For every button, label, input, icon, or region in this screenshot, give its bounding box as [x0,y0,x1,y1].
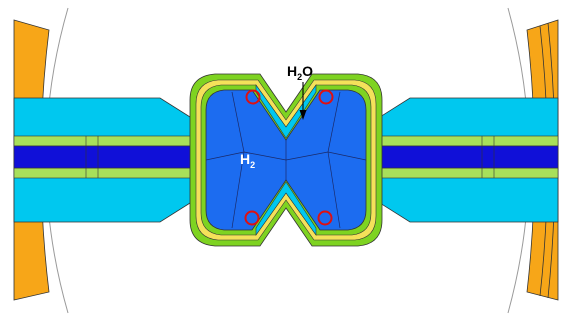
right-channel-stripe-top [371,135,559,147]
central-body [189,73,383,247]
left-channel-stripe-bottom [13,167,201,179]
marker-bottom-right [317,210,333,226]
marker-bottom-left [244,210,260,226]
bottom-notch-fill [255,181,317,236]
core-mesh-lines [205,91,367,229]
marker-top-left [245,89,261,105]
marker-top-right [318,89,334,105]
left-channel-stripe-top [13,135,201,147]
right-channel-stripe-bottom [371,167,559,179]
h2-label: H2 [240,151,255,170]
h2o-label: H2O [287,63,313,82]
h2o-arrow-head [299,110,307,120]
